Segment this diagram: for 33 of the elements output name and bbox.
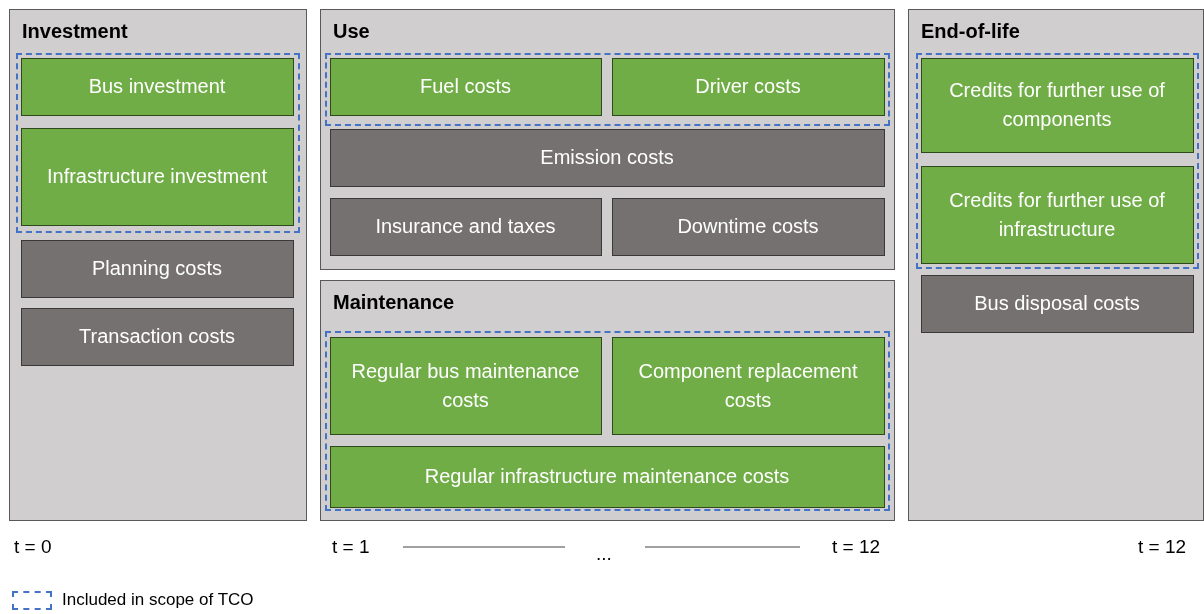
phase-heading: Use bbox=[333, 20, 370, 43]
phase-heading: End-of-life bbox=[921, 20, 1020, 43]
phase-panel bbox=[320, 9, 895, 270]
cost-box: Credits for further use of infrastructure bbox=[920, 165, 1194, 264]
cost-box: Regular bus maintenance costs bbox=[329, 336, 602, 435]
cost-box: Bus disposal costs bbox=[920, 274, 1194, 333]
cost-box: Planning costs bbox=[20, 239, 294, 298]
phase-heading: Maintenance bbox=[333, 291, 455, 314]
time-label: t = 12 bbox=[1138, 536, 1187, 558]
scope-outline bbox=[324, 52, 890, 126]
scope-outline bbox=[324, 330, 890, 511]
cost-box: Regular infrastructure maintenance costs bbox=[329, 445, 885, 508]
time-label: t = 1 bbox=[332, 536, 370, 558]
scope-outline bbox=[915, 52, 1199, 269]
cost-box: Downtime costs bbox=[611, 197, 885, 256]
cost-box: Fuel costs bbox=[329, 57, 602, 116]
cost-box: Credits for further use of components bbox=[920, 57, 1194, 153]
phase-panel bbox=[9, 9, 307, 521]
time-label: t = 0 bbox=[14, 536, 52, 558]
cost-box: Insurance and taxes bbox=[329, 197, 602, 256]
phase-heading: Investment bbox=[22, 20, 128, 43]
cost-box: Component replacement costs bbox=[611, 336, 885, 435]
scope-outline bbox=[15, 52, 300, 233]
cost-box: Driver costs bbox=[611, 57, 885, 116]
cost-box: Bus investment bbox=[20, 57, 294, 116]
legend-label: Included in scope of TCO bbox=[62, 590, 254, 610]
phase-panel bbox=[908, 9, 1204, 521]
cost-box: Transaction costs bbox=[20, 307, 294, 366]
time-label: t = 12 bbox=[832, 536, 881, 558]
cost-box: Emission costs bbox=[329, 128, 885, 187]
cost-box: Infrastructure investment bbox=[20, 127, 294, 226]
phase-panel bbox=[320, 280, 895, 521]
time-label: ... bbox=[596, 543, 612, 565]
